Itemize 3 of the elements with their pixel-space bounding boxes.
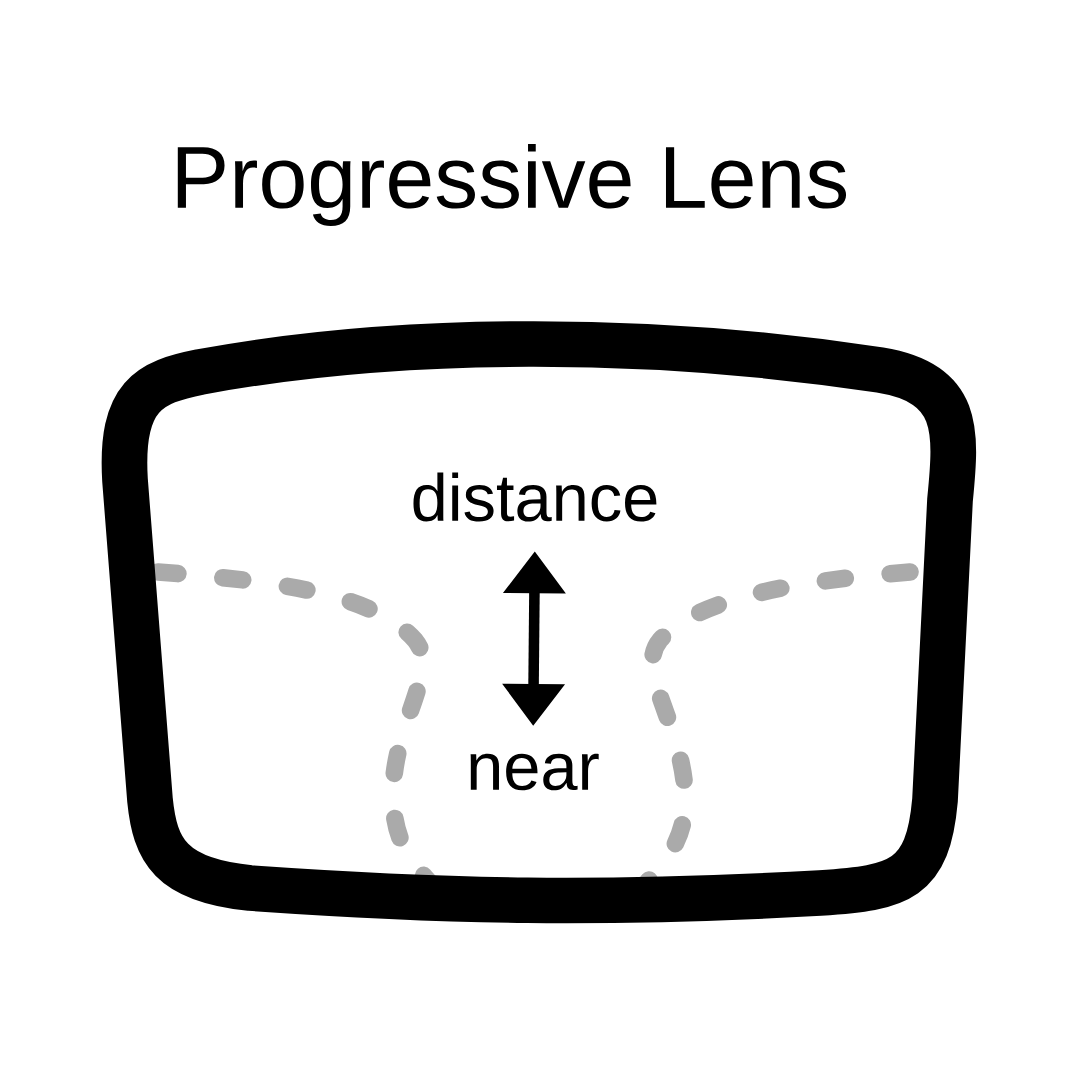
- zone-label: distance: [413, 472, 657, 522]
- title: Progressive Lens: [177, 144, 847, 226]
- zone-label: near: [470, 753, 599, 791]
